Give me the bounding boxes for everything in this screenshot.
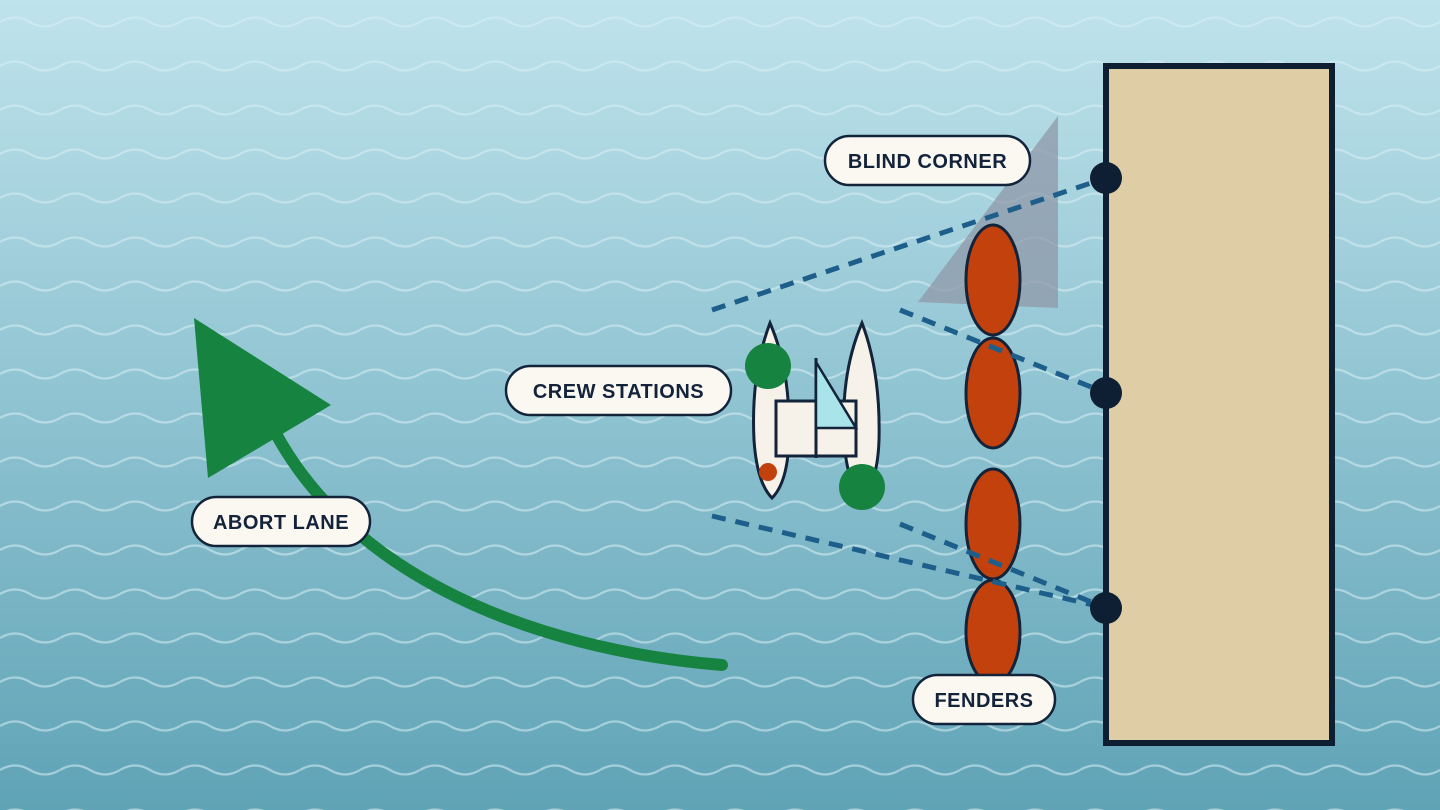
label-crew-stations: CREW STATIONS [504, 364, 733, 417]
fender-1 [964, 223, 1022, 337]
label-crew-stations-bg [504, 364, 733, 417]
crew-station-stern-icon [839, 464, 885, 510]
bollard-middle-icon [1090, 377, 1122, 409]
bollard-bottom-icon [1090, 592, 1122, 624]
fender-2 [964, 336, 1022, 450]
sail-icon [814, 357, 859, 430]
abort-lane-curve [269, 426, 728, 671]
abort-lane-arrow [194, 318, 728, 671]
label-fenders-text: FENDERS [934, 690, 1033, 712]
fender-group [964, 223, 1022, 686]
label-abort-lane: ABORT LANE [190, 495, 372, 548]
sightline-group [711, 175, 1107, 611]
label-blind-corner: BLIND CORNER [823, 134, 1032, 187]
label-crew-stations-text: CREW STATIONS [533, 381, 704, 403]
crew-station-bow-icon [745, 343, 791, 389]
sightline-mid [899, 307, 1107, 396]
abort-lane-arrowhead [194, 318, 331, 478]
fender-4 [964, 578, 1022, 686]
bollard-group [1090, 162, 1122, 624]
sightline-upper [711, 175, 1107, 313]
dock-pier [1103, 63, 1335, 746]
helm-marker-icon [759, 463, 777, 481]
label-abort-lane-bg [190, 495, 372, 548]
bollard-top-icon [1090, 162, 1122, 194]
label-blind-corner-text: BLIND CORNER [848, 151, 1007, 173]
catamaran-topview-icon [745, 319, 885, 510]
label-fenders: FENDERS [911, 673, 1057, 726]
label-abort-lane-text: ABORT LANE [213, 512, 349, 534]
sightline-lower-2 [899, 521, 1107, 611]
label-fenders-bg [911, 673, 1057, 726]
label-blind-corner-bg [823, 134, 1032, 187]
sightline-lower-1 [711, 513, 1107, 611]
